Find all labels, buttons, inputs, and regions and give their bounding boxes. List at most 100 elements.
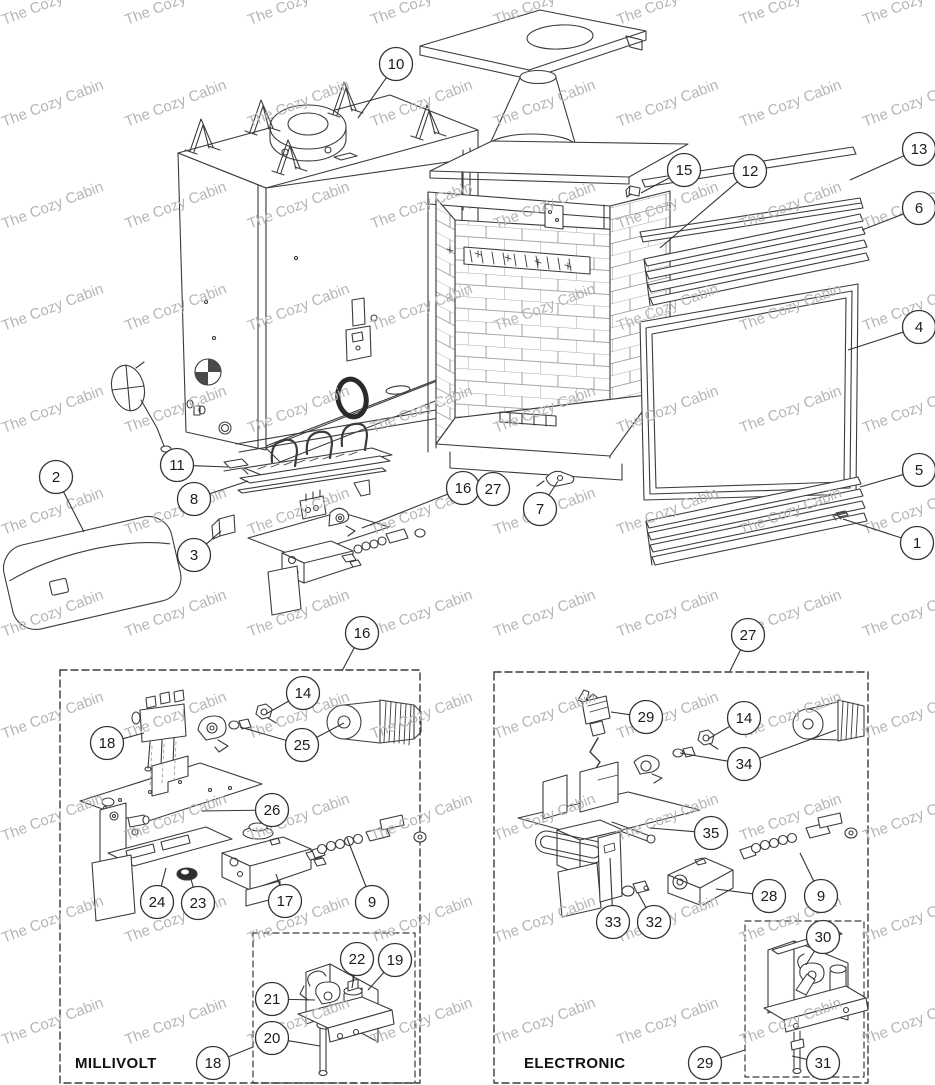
watermark-text: The Cozy Cabin <box>614 994 721 1048</box>
callout-leader-line <box>361 493 448 529</box>
callout-bubble <box>354 884 390 920</box>
callout-21: 21 <box>254 981 316 1017</box>
callout-1: 1 <box>842 518 935 561</box>
callout-leader-line <box>759 729 837 759</box>
watermark-text: The Cozy Cabin <box>0 76 106 130</box>
callout-number: 23 <box>190 895 207 912</box>
callout-number: 24 <box>149 894 166 911</box>
callout-leader-line <box>659 181 738 249</box>
callout-number: 35 <box>703 825 720 842</box>
firebox <box>428 141 688 480</box>
callout-24: 24 <box>139 867 175 920</box>
callout-8: 8 <box>176 480 249 517</box>
callout-leader-line <box>720 1049 746 1059</box>
top-standoff-plate <box>420 10 646 79</box>
callout-27-main: 27 <box>475 471 511 507</box>
callout-16-main: 16 <box>361 470 481 529</box>
callout-leader-line <box>189 875 194 888</box>
callout-leader-line <box>861 213 904 231</box>
callout-number: 29 <box>638 709 655 726</box>
callout-bubble <box>901 131 935 167</box>
callout-bubble <box>636 904 672 940</box>
callout-number: 17 <box>277 893 294 910</box>
callout-number: 32 <box>646 914 663 931</box>
callout-9-mv: 9 <box>346 837 390 920</box>
callout-number: 25 <box>294 737 311 754</box>
callout-25: 25 <box>239 722 345 763</box>
callout-bubble <box>284 727 320 763</box>
callout-bubble <box>805 1045 841 1081</box>
callout-bubble <box>267 883 303 919</box>
watermark-text: The Cozy Cabin <box>0 280 106 334</box>
screw-1 <box>833 511 848 520</box>
callout-12: 12 <box>659 153 768 249</box>
callout-number: 10 <box>388 56 405 73</box>
callout-number: 5 <box>915 462 923 479</box>
electronic-label: ELECTRONIC <box>524 1055 626 1072</box>
callout-number: 14 <box>295 685 312 702</box>
callout-bubble <box>176 537 212 573</box>
igniter-7 <box>537 471 574 486</box>
callout-bubble <box>254 1020 290 1056</box>
callout-leader-line <box>193 465 229 468</box>
watermark-text: The Cozy Cabin <box>0 790 106 844</box>
insulation-pad-2 <box>0 512 186 634</box>
callout-leader-line <box>62 491 85 533</box>
callout-number: 8 <box>190 491 198 508</box>
watermark-text: The Cozy Cabin <box>860 688 935 742</box>
upper-louver-6 <box>644 214 869 305</box>
callout-leader-line <box>367 971 385 991</box>
callout-bubble <box>89 725 125 761</box>
callout-15: 15 <box>640 152 702 194</box>
callout-leader-line <box>640 177 670 194</box>
watermark-text: The Cozy Cabin <box>614 586 721 640</box>
callout-2: 2 <box>38 459 85 533</box>
callout-bubble <box>805 919 841 955</box>
callout-bubble <box>254 792 290 828</box>
watermark-text: The Cozy Cabin <box>860 892 935 946</box>
callout-leader-line <box>847 331 904 351</box>
clip-part-15 <box>626 186 640 197</box>
callout-9-el: 9 <box>799 852 839 914</box>
millivolt-pilot-inner-box <box>253 933 415 1083</box>
callout-leader-line <box>239 726 287 741</box>
watermark-text: The Cozy Cabin <box>860 382 935 436</box>
callout-bubble <box>751 878 787 914</box>
callout-bubble <box>595 904 631 940</box>
watermark-text: The Cozy Cabin <box>0 688 106 742</box>
callout-leader-line <box>679 752 728 762</box>
millivolt-assembly-box <box>60 670 420 1083</box>
watermark-text: The Cozy Cabin <box>860 790 935 844</box>
callout-leader-line <box>859 474 904 488</box>
callout-bubble <box>378 46 414 82</box>
callout-bubble <box>344 615 380 651</box>
callout-leader-line <box>637 892 647 908</box>
callout-30: 30 <box>805 919 841 966</box>
callout-number: 3 <box>190 547 198 564</box>
watermark-text: The Cozy Cabin <box>737 0 844 29</box>
callout-leader-line <box>288 1040 321 1047</box>
watermark-text: The Cozy Cabin <box>491 892 598 946</box>
callout-bubble <box>522 491 558 527</box>
callout-number: 31 <box>815 1055 832 1072</box>
watermark-text: The Cozy Cabin <box>737 76 844 130</box>
callout-14-el: 14 <box>707 700 762 740</box>
callout-bubble <box>139 884 175 920</box>
callout-number: 18 <box>99 735 116 752</box>
callout-32: 32 <box>636 892 672 940</box>
callout-leader-line <box>341 647 355 672</box>
callout-number: 28 <box>761 888 778 905</box>
callout-leader-line <box>351 975 355 989</box>
callout-leader-line <box>205 530 222 545</box>
callout-5: 5 <box>859 452 935 488</box>
callout-31: 31 <box>791 1045 841 1081</box>
watermark-text: The Cozy Cabin <box>0 892 106 946</box>
callout-number: 20 <box>264 1030 281 1047</box>
callout-7: 7 <box>522 480 559 527</box>
callout-number: 27 <box>485 481 502 498</box>
callout-bubble <box>803 878 839 914</box>
callout-bubble <box>176 481 212 517</box>
junction-box <box>346 298 377 361</box>
